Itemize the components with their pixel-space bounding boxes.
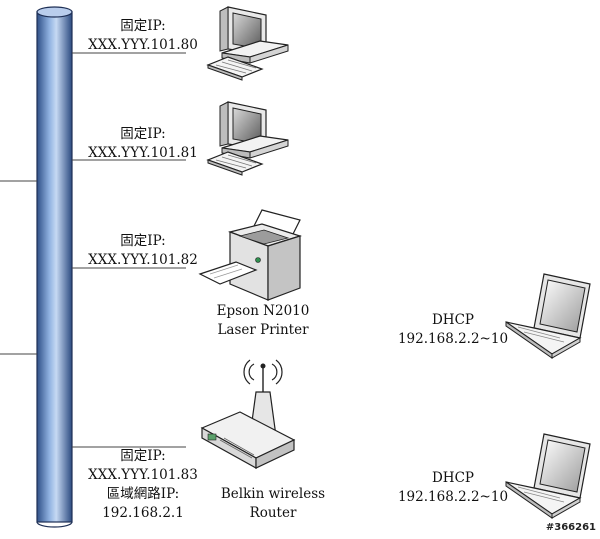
router-label-lan-ip: 192.168.2.1 bbox=[102, 505, 184, 521]
laptop-icon bbox=[505, 433, 591, 519]
pc1-label-ip: XXX.YYY.101.80 bbox=[88, 37, 198, 53]
pc1-label-ip-title: 固定IP: bbox=[120, 18, 165, 34]
laptop1-label-range: 192.168.2.2~10 bbox=[398, 331, 508, 347]
laptop2-label-range: 192.168.2.2~10 bbox=[398, 489, 508, 505]
wireless-router-icon bbox=[200, 359, 296, 470]
printer-label-ip: XXX.YYY.101.82 bbox=[88, 252, 198, 268]
desktop-computer-icon bbox=[206, 6, 289, 81]
pc2-label-ip: XXX.YYY.101.81 bbox=[88, 145, 198, 161]
printer-type: Laser Printer bbox=[217, 322, 309, 338]
watermark: #366261 bbox=[546, 522, 596, 533]
printer-name: Epson N2010 bbox=[217, 303, 310, 319]
desktop-computer-icon bbox=[206, 101, 289, 176]
backbone-cable bbox=[36, 6, 73, 528]
router-label-lan-title: 區域網路IP: bbox=[107, 486, 179, 502]
laptop1-label-dhcp: DHCP bbox=[432, 312, 474, 328]
router-label-ip: XXX.YYY.101.83 bbox=[88, 467, 198, 483]
router-label-ip-title: 固定IP: bbox=[120, 448, 165, 464]
pc2-label-ip-title: 固定IP: bbox=[120, 126, 165, 142]
router-type: Router bbox=[250, 505, 297, 521]
printer-label-ip-title: 固定IP: bbox=[120, 233, 165, 249]
router-name: Belkin wireless bbox=[221, 486, 325, 502]
laser-printer-icon bbox=[198, 209, 303, 301]
laptop2-label-dhcp: DHCP bbox=[432, 470, 474, 486]
laptop-icon bbox=[505, 273, 591, 359]
